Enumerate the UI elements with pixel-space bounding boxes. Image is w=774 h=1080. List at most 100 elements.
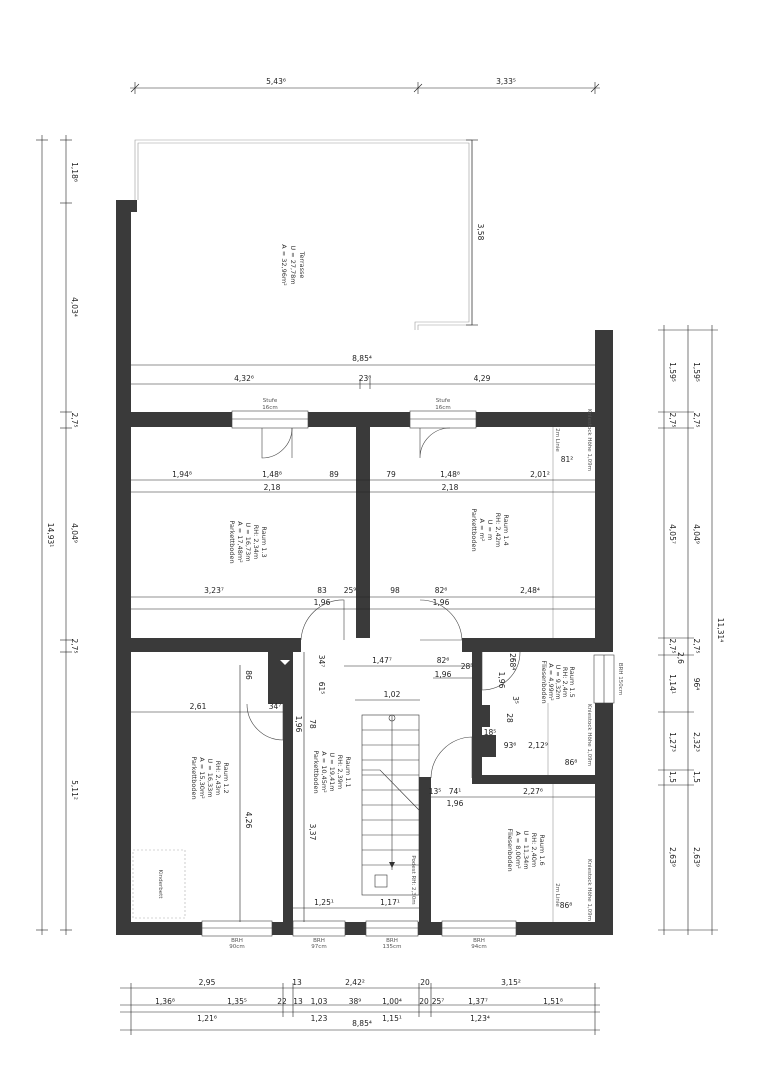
right2-dim-1: 1,59⁵ <box>692 362 701 382</box>
right2-dim-2: 2,7⁵ <box>692 413 701 428</box>
window-3-width: 135cm <box>383 944 402 950</box>
left-dim-f: 5,11² <box>70 780 79 800</box>
terrace-depth: 3,58 <box>476 224 485 241</box>
bottom-dim-16: 1,51⁸ <box>543 997 563 1006</box>
upper-room-dimensions: 1,94⁸ 1,48⁸ 89 79 1,48⁸ 2,01² 2,18 2,18 … <box>131 455 595 610</box>
room-1-6-a: A = 8,00m² <box>514 831 522 869</box>
room-1-5-label: Raum 1.5 RH: 2,4m U = 9,32m A = 4,99m² F… <box>540 660 576 703</box>
stufe-2-label: Stufe <box>436 398 451 404</box>
bottom-dim-14: 25⁷ <box>432 997 445 1006</box>
room-labels: Raum 1.3 RH: 2,34m U = 16,73m A = 17,48m… <box>190 508 576 871</box>
kniestock-note-3: Kniestock Höhe 1,09m <box>586 859 592 921</box>
kinderbett-label: Kinderbett <box>157 870 163 900</box>
kniestock-note-1: Kniestock Höhe 1,09m <box>586 409 592 471</box>
podest-note: Podest RH: 2,30m <box>410 855 416 904</box>
window-2-label: BRH <box>313 938 325 944</box>
upper-kniestock: 81² <box>561 455 574 464</box>
room-1-4-rh: RH: 2,42m <box>494 513 502 547</box>
misc-elements: Kinderbett Kniestock Höhe 1,09m 2m Linie… <box>132 409 592 922</box>
window-4-width: 94cm <box>471 944 486 950</box>
room-1-2-name: Raum 1.2 <box>222 762 230 793</box>
mid-dim-6: 34⁷ <box>317 655 326 668</box>
upper-dim-10: 83 <box>317 586 327 595</box>
overall-mid: 23⁸ <box>359 374 372 383</box>
upper-dim-13: 82⁶ <box>435 586 448 595</box>
window-2-width: 97cm <box>311 944 326 950</box>
upper-dim-16: 1,96 <box>433 598 450 607</box>
room-1-2-floor: Parkettboden <box>190 756 198 799</box>
upper-dim-11: 25⁹ <box>344 586 357 595</box>
upper-dim-3: 89 <box>329 470 339 479</box>
left-dim-b: 4,03⁴ <box>70 297 79 317</box>
right-dim-7: 1,5 <box>668 771 677 783</box>
doors <box>246 427 521 779</box>
room-1-3-a: A = 17,48m² <box>236 521 244 563</box>
upper-dim-12: 98 <box>390 586 400 595</box>
mid-dim-28: 1,17¹ <box>380 898 400 907</box>
mid-dim-7: 61⁵ <box>317 682 326 695</box>
room-1-2-u: U = 16,33m <box>206 758 214 797</box>
two-m-line-1: 2m Linie <box>554 428 560 452</box>
bottom-dim-13: 20 <box>419 997 429 1006</box>
bottom-dim-3: 2,42² <box>345 978 365 987</box>
right2-dim-6: 2,32³ <box>692 732 701 752</box>
right-dim-4: 2,7⁵ <box>668 639 677 654</box>
room-1-4-a: A = m² <box>478 519 486 542</box>
room-1-6-label: Raum 1.6 RH: 2,40m U = 11,34m A = 8,00m²… <box>506 828 546 871</box>
upper-dim-2: 1,48⁸ <box>262 470 282 479</box>
staircase: Podest RH: 2,30m <box>361 714 420 905</box>
mid-dim-19: 18⁵ <box>484 728 497 737</box>
room-1-2-a: A = 15,30m² <box>198 757 206 799</box>
room-1-6-rh: RH: 2,40m <box>530 833 538 867</box>
mid-dim-8: 2⁷ <box>508 653 517 661</box>
mid-dim-20: 93⁶ <box>504 741 517 750</box>
window-1-label: BRH <box>231 938 243 944</box>
room-1-5-floor: Fliesenboden <box>540 660 548 703</box>
room-1-4-floor: Parkettboden <box>470 508 478 551</box>
right-dim-6: 1,27³ <box>668 732 677 752</box>
room-1-3-name: Raum 1.3 <box>260 526 268 557</box>
upper-dim-5: 1,48⁸ <box>440 470 460 479</box>
terrace-a: A = 32,96m² <box>280 244 288 286</box>
room-1-1-a: A = 10,45m² <box>320 751 328 793</box>
overall-left: 4,32⁶ <box>234 374 254 383</box>
mid-dim-24: 74¹ <box>449 787 462 796</box>
right-dim-8: 2,63⁹ <box>668 847 677 867</box>
window-4-label: BRH <box>473 938 485 944</box>
right2-dim-3: 4,04⁹ <box>692 524 701 544</box>
mid-dim-15: 2,61 <box>190 702 207 711</box>
mid-dim-17: 3⁵ <box>511 696 520 704</box>
bottom-dim-11: 38⁹ <box>349 997 362 1006</box>
bottom-dim-19: 1,23⁴ <box>470 1014 490 1023</box>
right-dim-extra: 2,6 <box>676 652 685 664</box>
overall-dimension-lines: 8,85⁴ 4,32⁶ 23⁸ 4,29 <box>130 354 600 389</box>
room-1-2-label: Raum 1.2 RH: 2,43m U = 16,33m A = 15,30m… <box>190 756 230 799</box>
bottom-dim-1: 2,95 <box>199 978 216 987</box>
bottom-dim-20: 1,15¹ <box>382 1014 402 1023</box>
left-dim-c: 2,7⁵ <box>70 413 79 428</box>
mid-dim-25: 1,96 <box>447 799 464 808</box>
right2-dim-5: 96⁴ <box>692 678 701 691</box>
mid-dim-2: 82⁶ <box>437 656 450 665</box>
room-1-5-name: Raum 1.5 <box>568 666 576 697</box>
room-1-4-u: U = m <box>486 520 494 541</box>
bottom-dim-2: 13 <box>292 978 302 987</box>
room-1-5-u: U = 9,32m <box>554 664 562 699</box>
room-1-6-u: U = 11,34m <box>522 830 530 869</box>
left-dimension-chain: 1,18⁶ 4,03⁴ 2,7⁵ 4,04⁹ 2,7⁵ 5,11² 14,93¹ <box>36 135 79 935</box>
bottom-dim-4: 20 <box>420 978 430 987</box>
right2-dim-7: 1,5 <box>692 771 701 783</box>
right2-dim-4: 2,7⁵ <box>692 639 701 654</box>
bottom-dim-5: 3,15² <box>501 978 521 987</box>
bottom-dim-8: 22 <box>277 997 287 1006</box>
room-1-4-name: Raum 1.4 <box>502 514 510 545</box>
upper-dim-4: 79 <box>386 470 396 479</box>
upper-dim-14: 2,48⁴ <box>520 586 540 595</box>
right-dim-2: 2,7⁵ <box>668 413 677 428</box>
left-dim-total: 14,93¹ <box>46 523 55 547</box>
bottom-dimension-chain: 2,95 13 2,42² 20 3,15² 1,36⁸ 1,35⁵ 22 13… <box>120 978 600 1035</box>
bottom-dim-6: 1,36⁸ <box>155 997 175 1006</box>
room-1-1-u: U = 19,41m <box>328 752 336 791</box>
room-1-6-floor: Fliesenboden <box>506 828 514 871</box>
